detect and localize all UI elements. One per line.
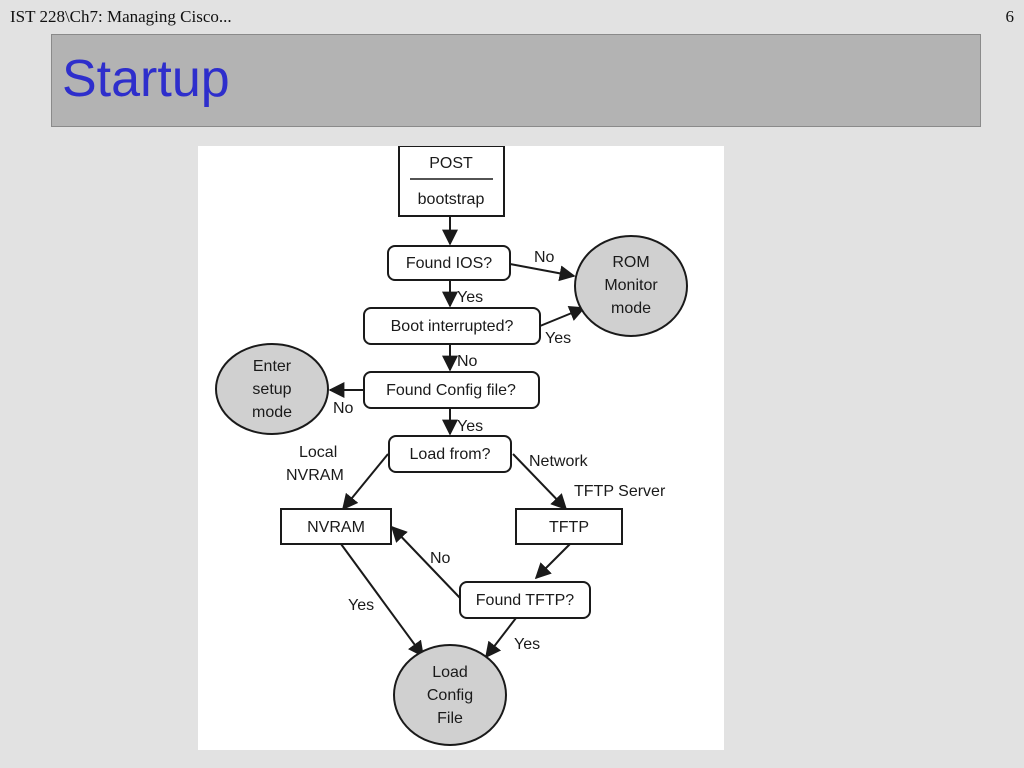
rom-monitor-node: ROM Monitor mode [574,235,688,337]
edge-foundtftp-to-loadconfig [485,617,517,659]
bootstrap-label: bootstrap [418,191,485,208]
title-bar: Startup [51,34,981,127]
tftp-no-label: No [430,550,451,567]
found-config-label: Found Config file? [386,382,516,399]
config-yes-label: Yes [457,418,483,435]
loadcfg-line-1: Load [432,664,468,681]
startup-flowchart: POST bootstrap Found IOS? ROM Monitor mo… [198,146,724,750]
tftp-server-label: TFTP Server [574,483,666,500]
nvram-label: NVRAM [307,519,365,536]
edge-foundtftp-to-nvram [390,525,461,599]
rom-line-2: Monitor [604,277,658,294]
loadcfg-line-3: File [437,710,463,727]
rom-line-3: mode [611,300,651,317]
tftp-yes-label: Yes [514,636,540,653]
post-label: POST [429,155,473,172]
slide-title: Startup [62,50,230,108]
ios-no-label: No [534,249,555,266]
load-config-node: Load Config File [393,644,507,746]
rom-line-1: ROM [612,254,649,271]
found-config-decision: Found Config file? [363,371,540,409]
found-ios-label: Found IOS? [406,255,492,272]
tftp-box: TFTP [515,508,623,545]
load-from-label: Load from? [410,446,491,463]
boot-yes-label: Yes [545,330,571,347]
found-ios-decision: Found IOS? [387,245,511,281]
config-no-label: No [333,400,354,417]
setup-line-3: mode [252,404,292,421]
local-label: Local [299,444,337,461]
boot-interrupted-label: Boot interrupted? [391,318,514,335]
edge-boot-to-rom [539,306,586,327]
slide-number: 6 [1005,7,1015,26]
found-tftp-decision: Found TFTP? [459,581,591,619]
found-tftp-label: Found TFTP? [476,592,575,609]
ios-yes-label: Yes [457,289,483,306]
load-from-decision: Load from? [388,435,512,473]
network-label: Network [529,453,589,470]
edge-tftp-to-foundtftp [534,543,571,580]
boot-interrupted-decision: Boot interrupted? [363,307,541,345]
course-title: IST 228\Ch7: Managing Cisco... [10,7,232,26]
tftp-label: TFTP [549,519,589,536]
loadcfg-line-2: Config [427,687,473,704]
enter-setup-node: Enter setup mode [215,343,329,435]
edge-nvram-to-loadconfig [340,543,424,658]
edge-load-to-nvram [341,453,389,511]
setup-line-2: setup [252,381,291,398]
edge-load-to-tftp [512,453,568,511]
setup-line-1: Enter [253,358,292,375]
edge-ios-to-rom [509,263,576,282]
post-bootstrap-box: POST bootstrap [398,146,505,217]
boot-no-label: No [457,353,478,370]
nvram-box: NVRAM [280,508,392,545]
nvram-yes-label: Yes [348,597,374,614]
local-nvram-label: NVRAM [286,467,344,484]
